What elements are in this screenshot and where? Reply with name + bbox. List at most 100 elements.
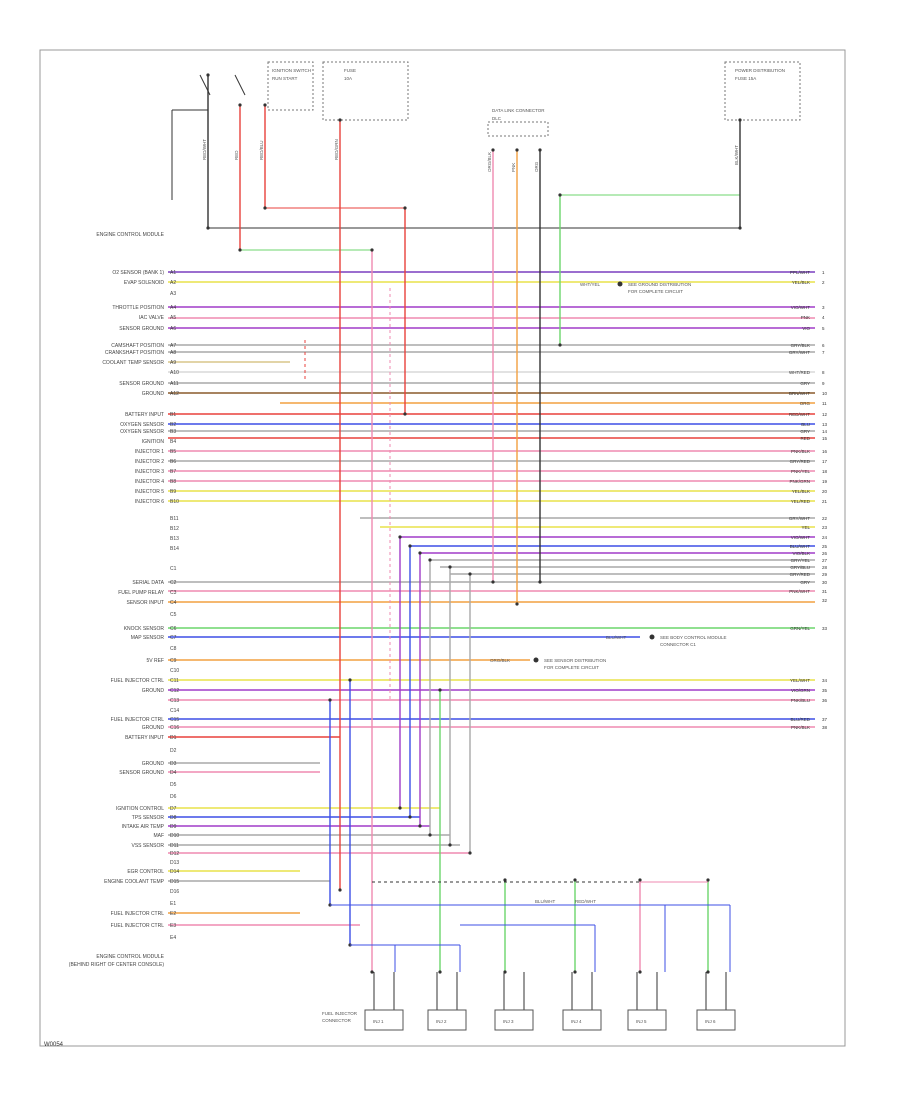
mid-label-3-arrow-icon <box>533 657 539 663</box>
pin-number-23: B11 <box>170 516 179 522</box>
frame-number-4: 4 <box>822 315 825 320</box>
wire-color-code-25: BLU/WHT <box>790 544 811 549</box>
dlc-box <box>487 121 549 137</box>
splice-dot-14-1 <box>418 824 422 828</box>
wire-color-code-26: VIO/BLK <box>792 551 810 556</box>
pin-number-24: B12 <box>170 526 179 532</box>
pin-number-9: A9 <box>170 360 176 366</box>
splice-dot-5-0 <box>370 248 374 252</box>
connector-label-32: BATTERY INPUT <box>125 735 164 741</box>
frame-number-36: 36 <box>822 698 828 703</box>
wire-color-code-27: GRY/YEL <box>791 558 811 563</box>
injector-3-label: INJ 3 <box>503 1019 514 1024</box>
pin-number-58: D16 <box>170 889 179 895</box>
frame-number-1: 1 <box>822 270 825 275</box>
wire-color-code-28: GRY/BLU <box>790 565 810 570</box>
pin-number-57: D15 <box>170 879 179 885</box>
wire-color-code-11: ORG <box>800 401 811 406</box>
pin-number-14: B2 <box>170 422 176 428</box>
frame-number-11: 11 <box>822 401 827 406</box>
frame-number-7: 7 <box>822 350 825 355</box>
frame-number-14: 14 <box>822 429 828 434</box>
frame-number-15: 15 <box>822 436 828 441</box>
mid-label-3-note2: FOR COMPLETE CIRCUIT <box>544 665 599 670</box>
pin-number-43: D1 <box>170 735 177 741</box>
wire-color-code-6: GRY/BLK <box>791 343 810 348</box>
splice-dot-22-1 <box>573 970 577 974</box>
mid-annotations: WHT/YEL SEE GROUND DISTRIBUTION FOR COMP… <box>490 281 727 670</box>
splice-dot-13-0 <box>408 544 412 548</box>
frame-number-12: 12 <box>822 412 828 417</box>
injector-2: INJ 2 <box>427 1009 467 1031</box>
pin-number-28: C2 <box>170 580 177 586</box>
connector-label-44: ENGINE CONTROL MODULE <box>96 954 164 960</box>
injector-5: INJ 5 <box>627 1009 667 1031</box>
connector-label-3: EVAP SOLENOID <box>124 280 164 286</box>
power-distribution-sub: FUSE 15A <box>735 76 756 81</box>
wire-color-code-1: PPL/WHT <box>790 270 810 275</box>
splice-dot-3-0 <box>263 103 267 107</box>
pin-number-39: C13 <box>170 698 179 704</box>
connector-label-36: TPS SENSOR <box>132 815 165 821</box>
splice-dot-12-1 <box>398 806 402 810</box>
connector-label-28: FUEL INJECTOR CTRL <box>111 678 165 684</box>
injector-6: INJ 6 <box>696 1009 736 1031</box>
pin-number-37: C11 <box>170 678 179 684</box>
mid-label-2-arrow-icon <box>649 634 655 640</box>
pin-number-4: A4 <box>170 305 176 311</box>
splice-dot-14-0 <box>418 551 422 555</box>
pin-number-40: C14 <box>170 708 179 714</box>
top-wire-label-4: RED/GRN <box>334 139 339 160</box>
pin-number-48: D6 <box>170 794 177 800</box>
wire-color-code-14: GRY <box>800 429 810 434</box>
top-wire-label-6: PNK <box>511 163 516 172</box>
injector-3: INJ 3 <box>494 1009 534 1031</box>
wire-color-code-9: GRY <box>800 381 810 386</box>
splice-dot-4-1 <box>338 888 342 892</box>
frame-number-28: 28 <box>822 565 828 570</box>
injector-1-label: INJ 1 <box>373 1019 384 1024</box>
frame-number-9: 9 <box>822 381 825 386</box>
connector-label-30: FUEL INJECTOR CTRL <box>111 717 165 723</box>
wire-color-code-13: BLU <box>801 422 810 427</box>
top-wire-label-1: RED/WHT <box>202 139 207 160</box>
connector-label-10: SENSOR GROUND <box>119 381 164 387</box>
mid-label-1-code: WHT/YEL <box>580 282 600 287</box>
connector-label-29: GROUND <box>142 688 165 694</box>
frame-number-34: 34 <box>822 678 828 683</box>
splice-dot-4-0 <box>338 118 342 122</box>
connector-label-12: BATTERY INPUT <box>125 412 164 418</box>
connector-label-24: SENSOR INPUT <box>126 600 164 606</box>
pin-number-3: A3 <box>170 291 176 297</box>
pin-number-55: D13 <box>170 860 179 866</box>
pin-number-50: D8 <box>170 815 177 821</box>
pin-number-51: D9 <box>170 824 177 830</box>
connector-label-37: INTAKE AIR TEMP <box>122 824 165 830</box>
top-components: IGNITION SWITCH RUN START FUSE 10A POWER… <box>171 61 801 251</box>
injector-4-label: INJ 4 <box>571 1019 582 1024</box>
injector-6-label: INJ 6 <box>705 1019 716 1024</box>
connector-label-34: SENSOR GROUND <box>119 770 164 776</box>
injector-2-label: INJ 2 <box>436 1019 447 1024</box>
splice-dot-1-1 <box>206 226 210 230</box>
splice-dot-2-0 <box>238 103 242 107</box>
pin-number-44: D2 <box>170 748 177 754</box>
injector-4: INJ 4 <box>562 1009 602 1031</box>
pin-number-27: C1 <box>170 566 177 572</box>
wire-color-code-19: PNK/GRN <box>789 479 810 484</box>
ignition-switch-right-blade <box>234 74 246 96</box>
wire-color-code-22: GRY/WHT <box>789 516 810 521</box>
frame-number-19: 19 <box>822 479 828 484</box>
pin-number-25: B13 <box>170 536 179 542</box>
splice-dot-7-1 <box>491 580 495 584</box>
wire-color-code-33: YEL/WHT <box>790 678 810 683</box>
wire-color-code-31: PNK/WHT <box>789 589 810 594</box>
wire-group <box>168 73 815 1010</box>
splice-dot-2-1 <box>238 248 242 252</box>
pin-number-60: E2 <box>170 911 176 917</box>
wire-color-code-29: GRY/RED <box>790 572 811 577</box>
wire-color-code-18: PNK/YEL <box>791 469 811 474</box>
connector-label-35: IGNITION CONTROL <box>116 806 164 812</box>
wire-color-code-15: RED <box>800 436 810 441</box>
